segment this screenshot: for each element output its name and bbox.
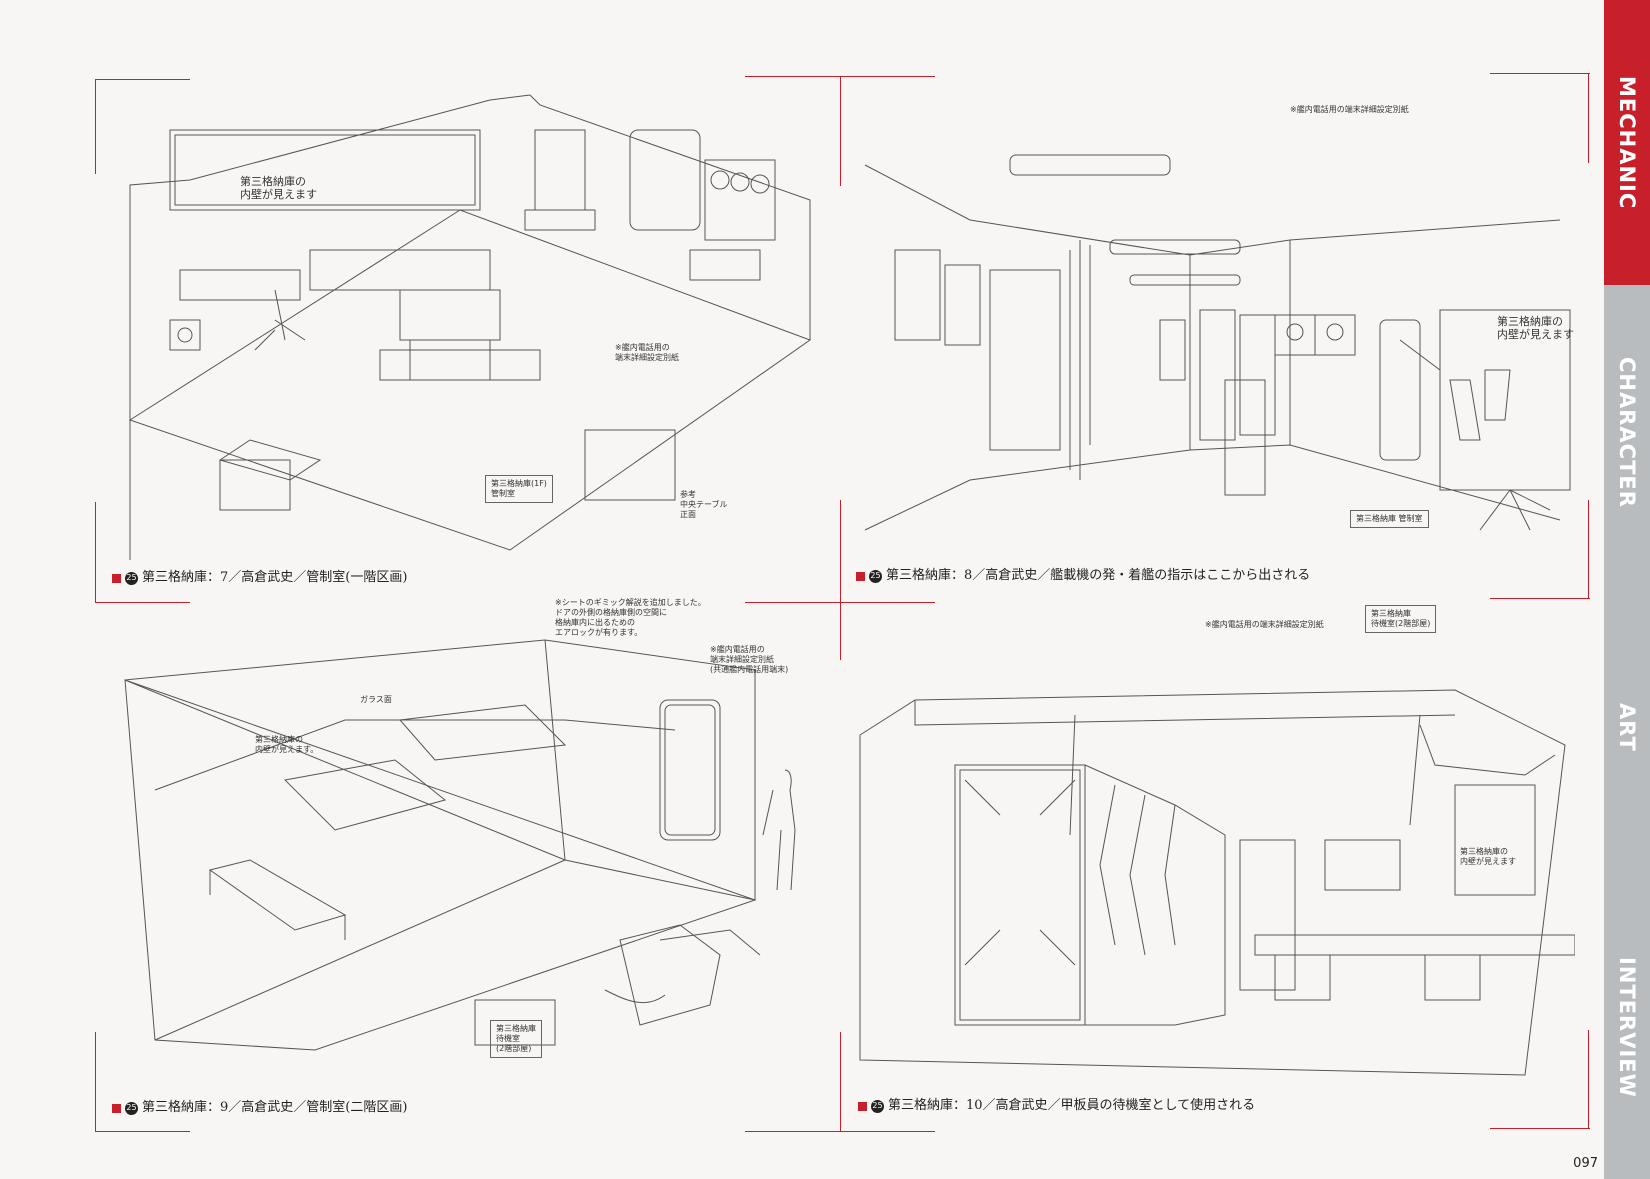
note-room-label: 第三格納庫(1F) 管制室 [485,475,553,503]
frame-line [1588,1030,1589,1128]
note-inner-wall: 第三格納庫の 内壁が見えます [1497,315,1574,341]
note-room-label: 第三格納庫 待機室(2階部屋) [1365,605,1437,633]
frame-line [95,79,96,174]
frame-line [1588,500,1589,598]
caption-text: 第三格納庫：10／高倉武史／甲板員の待機室として使用される [888,1098,1256,1113]
panel-4-drawing: ※艦内電話用の端末詳細設定別紙 第三格納庫の 内壁が見えます 第三格納庫 待機室… [855,605,1575,1085]
caption-square-icon [112,573,121,583]
frame-line [1490,1128,1590,1129]
caption-number-badge: 25 [125,1101,138,1115]
frame-line [840,76,841,186]
caption-square-icon [856,571,865,581]
frame-line [1490,598,1590,599]
frame-line [95,602,190,603]
panel-2-caption: 25 第三格納庫：8／高倉武史／艦載機の発・着艦の指示はここから出される [856,568,1310,584]
panel-3-drawing: ※シートのギミック解説を追加しました。 ドアの外側の格納庫側の空間に 格納庫内に… [115,598,835,1090]
tab-character[interactable]: CHARACTER [1604,285,1650,580]
note-reference: 参考 中央テーブル 正面 [680,490,728,519]
caption-text: 第三格納庫：7／高倉武史／管制室(一階区画) [142,570,408,585]
panel-2-drawing: ※艦内電話用の端末詳細設定別紙 第三格納庫の 内壁が見えます 第三格納庫 管制室 [860,100,1575,555]
frame-line [1490,73,1590,74]
frame-line [840,500,841,660]
caption-number-badge: 25 [125,571,138,585]
note-glass: ガラス面 [360,695,392,704]
note-room-label: 第三格納庫 待機室 (2階部屋) [490,1020,542,1058]
note-seat-gimmick: ※シートのギミック解説を追加しました。 ドアの外側の格納庫側の空間に 格納庫内に… [555,598,706,637]
caption-number-badge: 25 [871,1099,884,1113]
frame-line [95,502,96,602]
caption-text: 第三格納庫：8／高倉武史／艦載機の発・着艦の指示はここから出される [886,568,1311,583]
page-number: 097 [1573,1156,1598,1171]
tab-interview[interactable]: INTERVIEW [1604,875,1650,1179]
note-phone-terminal: ※艦内電話用の端末詳細設定別紙 [1290,105,1409,114]
note-inner-wall: 第三格納庫の 内壁が見えます。 [255,735,319,754]
frame-line [95,1131,190,1132]
note-phone-terminal: ※艦内電話用の 端末詳細設定別紙 (共通艦内電話用端末) [710,645,789,674]
panel-1-caption: 25 第三格納庫：7／高倉武史／管制室(一階区画) [112,570,407,586]
note-inner-wall: 第三格納庫の 内壁が見えます [1460,847,1516,866]
panel-3-caption: 25 第三格納庫：9／高倉武史／管制室(二階区画) [112,1100,407,1116]
panel-4-caption: 25 第三格納庫：10／高倉武史／甲板員の待機室として使用される [858,1098,1255,1114]
caption-square-icon [112,1103,121,1113]
tab-art[interactable]: ART [1604,580,1650,875]
frame-line [1588,73,1589,163]
note-room-label: 第三格納庫 管制室 [1350,510,1429,528]
note-phone-terminal: ※艦内電話用の 端末詳細設定別紙 [615,343,679,362]
frame-line [95,79,190,80]
note-inner-wall: 第三格納庫の 内壁が見えます [240,175,317,201]
caption-text: 第三格納庫：9／高倉武史／管制室(二階区画) [142,1100,408,1115]
panel-1-drawing: 第三格納庫の 内壁が見えます ※艦内電話用の 端末詳細設定別紙 第三格納庫(1F… [110,90,830,560]
section-tabs: MECHANIC CHARACTER ART INTERVIEW [1604,0,1650,1179]
tab-mechanic[interactable]: MECHANIC [1604,0,1650,285]
caption-square-icon [858,1101,867,1111]
frame-line [840,1032,841,1132]
frame-line [95,1032,96,1132]
caption-number-badge: 25 [869,569,882,583]
note-phone-terminal: ※艦内電話用の端末詳細設定別紙 [1205,620,1324,629]
